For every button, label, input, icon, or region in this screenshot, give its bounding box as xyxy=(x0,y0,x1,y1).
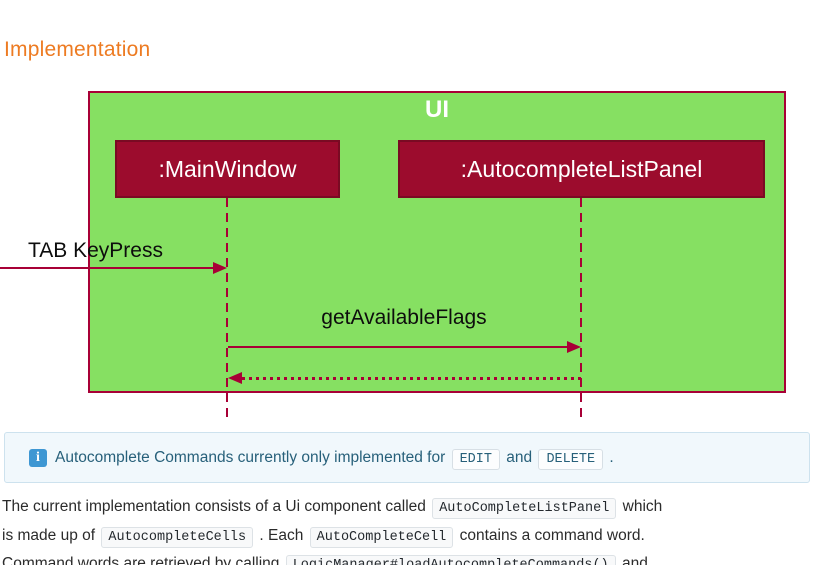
code-span-autocompletecell: AutoCompleteCell xyxy=(309,526,454,548)
code-span-autocompletelistpanel: AutoCompleteListPanel xyxy=(432,498,617,519)
text-segment: is made up of xyxy=(2,526,100,544)
message-line-dotted-reply xyxy=(242,377,581,380)
page-title: Implementation xyxy=(4,38,151,61)
code-span-edit: EDIT xyxy=(451,448,500,470)
text-segment: and xyxy=(617,555,648,565)
info-callout: i Autocomplete Commands currently only i… xyxy=(4,432,810,483)
info-text-segment: and xyxy=(501,448,537,466)
info-icon: i xyxy=(29,448,47,467)
info-text: Autocomplete Commands currently only imp… xyxy=(55,448,614,470)
info-text-segment: Autocomplete Commands currently only imp… xyxy=(55,448,450,466)
text-segment: The current implementation consists of a… xyxy=(2,498,431,515)
text-segment: Command words are retrieved by calling xyxy=(2,555,284,565)
arrowhead-right-icon xyxy=(213,262,227,274)
participant-autocompletelistpanel: :AutocompleteListPanel xyxy=(398,140,765,198)
participant-mainwindow: :MainWindow xyxy=(115,140,340,198)
text-segment: which xyxy=(618,498,663,515)
lifeline-autocompletelistpanel xyxy=(580,198,582,417)
text-segment: contains a command word. xyxy=(455,526,645,544)
diagram-frame-label: UI xyxy=(425,96,449,123)
code-span-autocompletecells: AutocompleteCells xyxy=(101,526,254,548)
info-text-segment: . xyxy=(605,448,614,466)
participant-label: :AutocompleteListPanel xyxy=(460,155,703,182)
participant-label: :MainWindow xyxy=(158,155,297,182)
body-paragraph: The current implementation consists of a… xyxy=(2,494,802,565)
message-line-tab-keypress xyxy=(0,267,214,269)
arrowhead-left-icon xyxy=(228,372,242,384)
message-label-getavailableflags: getAvailableFlags xyxy=(321,306,487,329)
paragraph-line: Command words are retrieved by calling L… xyxy=(2,551,802,565)
arrowhead-right-icon xyxy=(567,341,581,353)
lifeline-mainwindow xyxy=(226,198,228,417)
paragraph-line: is made up of AutocompleteCells . Each A… xyxy=(2,523,802,552)
paragraph-line: The current implementation consists of a… xyxy=(2,494,802,523)
text-segment: . Each xyxy=(255,526,308,544)
code-span-delete: DELETE xyxy=(538,448,604,470)
message-label-tab-keypress: TAB KeyPress xyxy=(28,239,163,262)
code-span-loadautocompletecommands: LogicManager#loadAutocompleteCommands() xyxy=(285,555,616,565)
message-line-getavailableflags xyxy=(228,346,568,348)
